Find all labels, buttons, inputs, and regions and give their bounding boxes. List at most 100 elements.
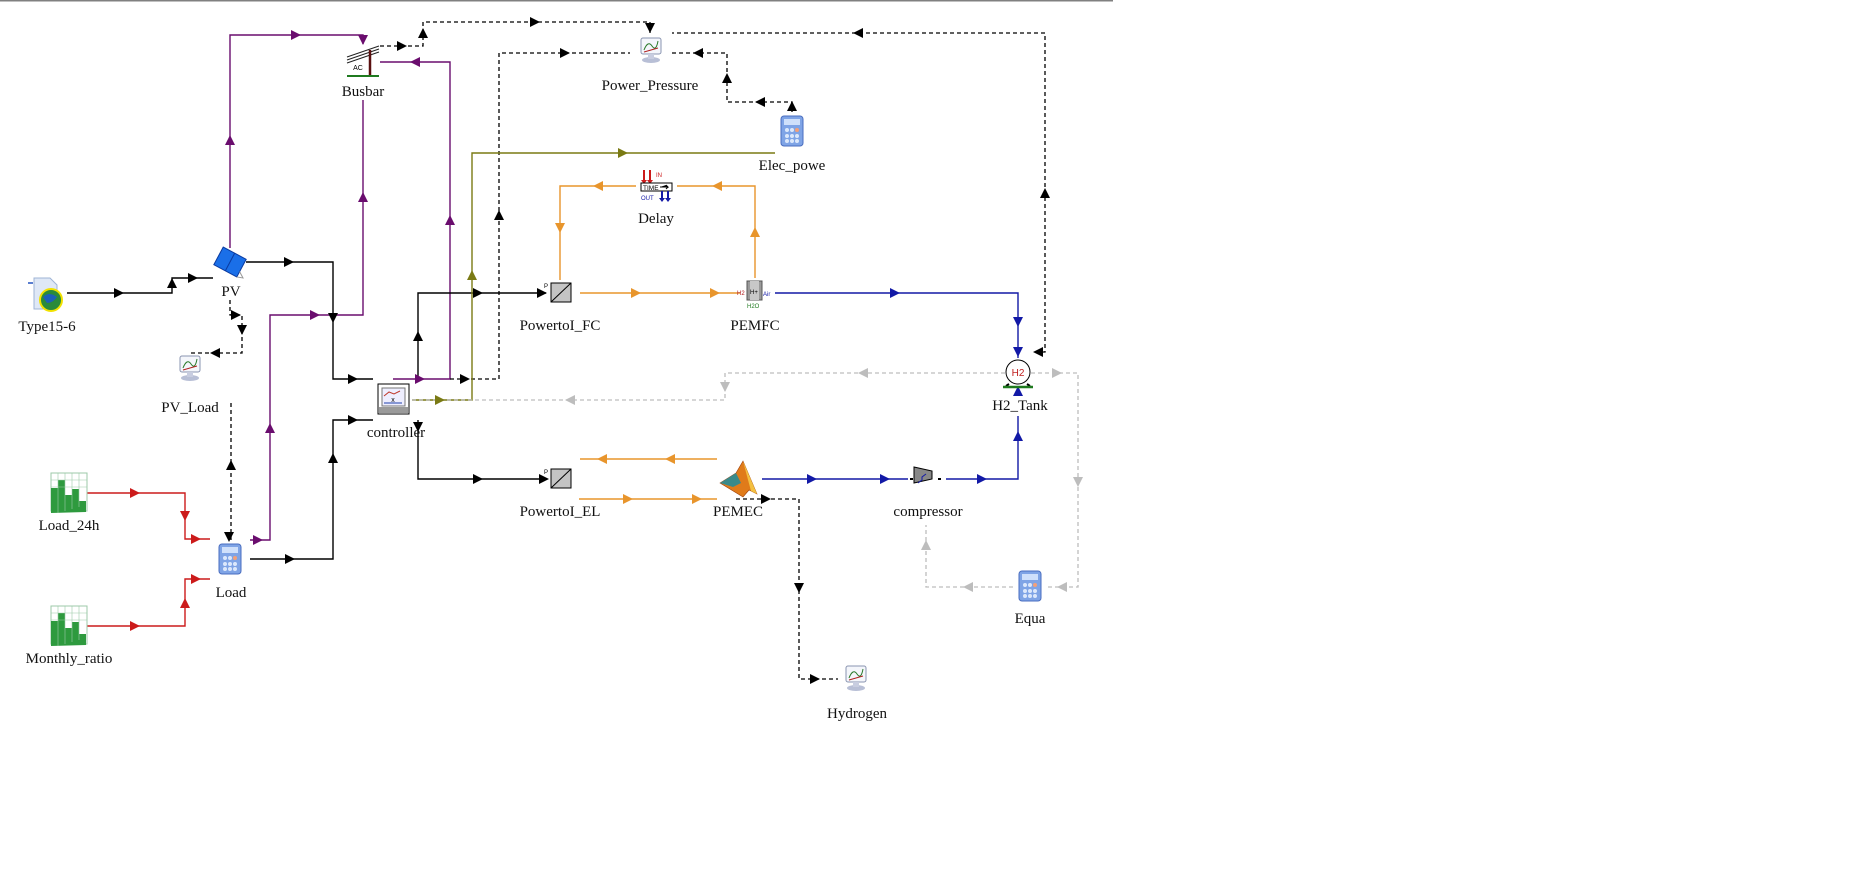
component-label: PEMFC <box>730 318 779 334</box>
delay-out-text: OUT <box>641 196 654 202</box>
link-pemfc-h2tank[interactable] <box>775 292 1019 358</box>
link-arrow <box>1033 347 1043 357</box>
link-arrow <box>750 227 760 237</box>
link-arrow <box>226 460 236 470</box>
component-h2-tank[interactable]: H2 H2_Tank <box>992 359 1048 414</box>
component-label: Busbar <box>342 84 385 100</box>
link-arrow <box>810 674 820 684</box>
solar-panel-icon <box>213 246 247 279</box>
link-elecpowe-powerpressure[interactable] <box>670 52 793 112</box>
online-plotter-icon <box>179 355 201 381</box>
busbar-icon-text: AC <box>353 65 363 72</box>
component-power-pressure[interactable]: Power_Pressure <box>602 37 699 94</box>
link-controller-powertoiel[interactable] <box>417 420 546 480</box>
component-label: Type15-6 <box>18 319 76 335</box>
link-load-controller[interactable] <box>250 419 373 560</box>
link-load24h-load[interactable] <box>87 492 210 540</box>
weather-data-globe-icon <box>28 277 63 312</box>
link-arrow <box>1052 368 1062 378</box>
link-arrow <box>265 423 275 433</box>
link-arrow <box>665 454 675 464</box>
component-powertoi-el[interactable]: P PowertoI_EL <box>520 468 601 520</box>
link-arrow <box>692 494 702 504</box>
link-pemec-hydrogen[interactable] <box>736 498 838 680</box>
pemfc-air-text: Air <box>763 292 770 298</box>
component-label: Load <box>216 585 247 601</box>
link-pv-controller[interactable] <box>246 261 373 380</box>
link-arrow <box>130 621 140 631</box>
link-arrow <box>761 494 771 504</box>
component-elec-powe[interactable]: Elec_powe <box>759 115 826 174</box>
link-load-busbar[interactable] <box>250 100 364 541</box>
link-arrow <box>539 474 549 484</box>
link-arrow <box>467 270 477 280</box>
link-controller-busbar[interactable] <box>380 61 451 380</box>
converter-p-text: P <box>544 470 548 476</box>
link-arrow <box>130 488 140 498</box>
calculator-icon <box>780 115 804 147</box>
component-equa[interactable]: Equa <box>1015 570 1046 627</box>
link-arrow <box>397 41 407 51</box>
component-busbar[interactable]: AC Busbar <box>342 45 385 100</box>
component-label: PEMEC <box>713 504 763 520</box>
link-pv-busbar[interactable] <box>229 34 364 248</box>
controller-monitor-icon: x <box>377 383 410 415</box>
component-label: PowertoI_EL <box>520 504 601 520</box>
link-compressor-h2tank[interactable] <box>946 416 1019 480</box>
component-monthly-ratio[interactable]: Monthly_ratio <box>26 605 113 667</box>
component-compressor[interactable]: compressor <box>893 466 963 520</box>
link-arrow <box>1013 317 1023 327</box>
component-type15[interactable]: Type15-6 <box>18 277 76 335</box>
link-arrow <box>413 331 423 341</box>
link-delay-powertoifc[interactable] <box>559 185 636 280</box>
link-arrow <box>473 474 483 484</box>
compressor-icon <box>910 466 941 484</box>
component-pv[interactable]: PV <box>213 246 252 300</box>
link-arrow <box>530 17 540 27</box>
time-delay-icon: IN TIME OUT <box>640 170 673 202</box>
pemfc-h2o-text: H2O <box>747 304 760 310</box>
component-hydrogen[interactable]: Hydrogen <box>827 665 887 722</box>
link-arrow <box>631 288 641 298</box>
link-arrow <box>188 273 198 283</box>
component-label: PV <box>221 284 240 300</box>
component-load[interactable]: Load <box>216 543 247 601</box>
link-arrow <box>224 532 234 542</box>
link-arrow <box>853 28 863 38</box>
link-arrow <box>722 73 732 83</box>
link-arrow <box>348 374 358 384</box>
pemfc-h2-text: H2 <box>737 291 745 297</box>
svg-text:x: x <box>391 397 395 404</box>
link-arrow <box>565 395 575 405</box>
link-arrow <box>167 278 177 288</box>
link-controller-powertoifc[interactable] <box>417 292 546 379</box>
component-pemfc[interactable]: H+ H2 Air H2O PEMFC <box>730 280 780 334</box>
link-arrow <box>473 288 483 298</box>
link-arrow <box>880 474 890 484</box>
component-pemec[interactable]: PEMEC <box>713 460 763 520</box>
link-arrow <box>191 574 201 584</box>
link-arrow <box>787 101 797 111</box>
link-arrow <box>794 583 804 593</box>
link-equa-compressor[interactable] <box>925 525 1013 588</box>
link-arrow <box>755 97 765 107</box>
online-plotter-icon <box>845 665 867 691</box>
matlab-icon <box>719 460 758 498</box>
link-arrow <box>693 48 703 58</box>
link-arrow <box>890 288 900 298</box>
link-arrow <box>560 48 570 58</box>
link-monthlyratio-load[interactable] <box>87 578 210 627</box>
data-reader-bar-chart-icon <box>50 472 88 513</box>
component-pv-load[interactable]: PV_Load <box>161 355 219 416</box>
component-load-24h[interactable]: Load_24h <box>39 472 100 534</box>
link-arrow <box>1013 347 1023 357</box>
link-pemfc-delay[interactable] <box>677 185 756 278</box>
link-pv-pvload[interactable] <box>190 300 243 354</box>
ac-busbar-icon: AC <box>346 45 380 77</box>
link-arrow <box>537 288 547 298</box>
component-controller[interactable]: x controller <box>367 383 425 441</box>
link-h2tank-controller[interactable] <box>412 372 1005 401</box>
component-powertoi-fc[interactable]: P PowertoI_FC <box>520 282 601 334</box>
component-delay[interactable]: IN TIME OUT Delay <box>638 170 674 227</box>
